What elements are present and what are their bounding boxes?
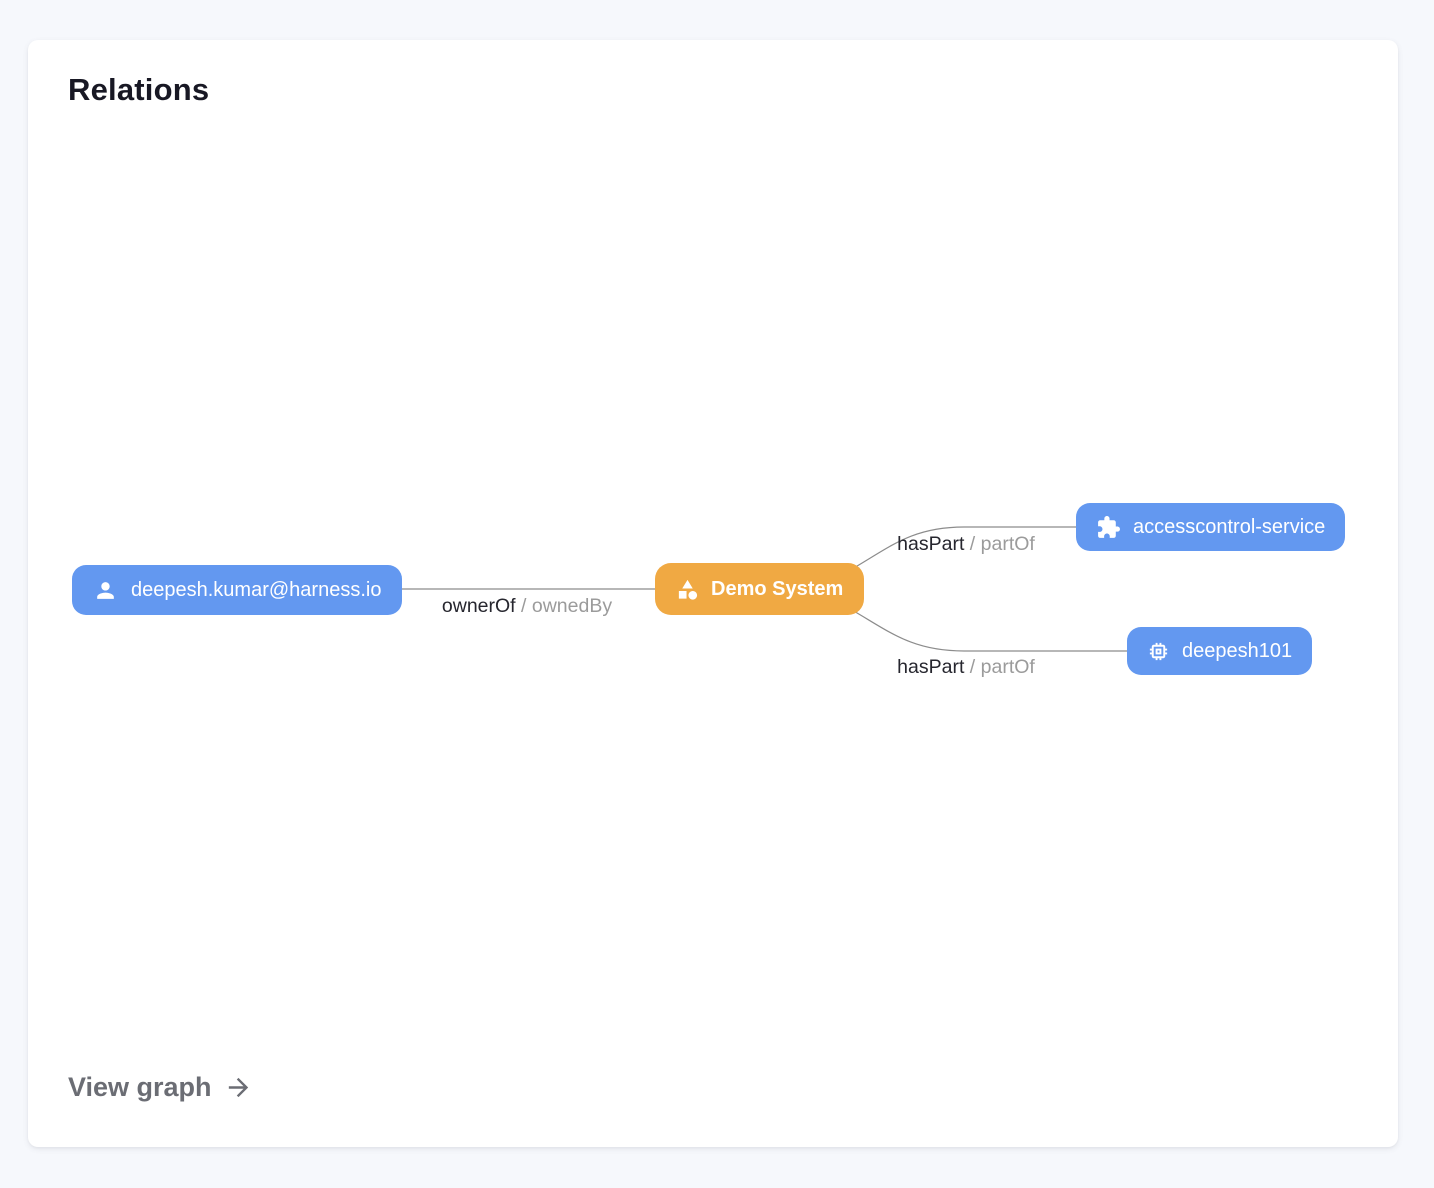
edge-label-haspart-partof-top: hasPart / partOf — [897, 533, 1035, 556]
edge-label-primary: ownerOf — [441, 595, 516, 617]
card-title: Relations — [68, 72, 210, 107]
edge-label-separator: / — [964, 533, 981, 555]
view-graph-label: View graph — [68, 1072, 212, 1102]
edge-label-primary: hasPart — [897, 656, 965, 678]
graph-node-label: accesscontrol-service — [1133, 515, 1326, 538]
edge-label-separator: / — [964, 656, 981, 678]
edge-label-secondary: partOf — [980, 533, 1035, 555]
category-icon — [676, 578, 699, 601]
relations-graph-edges — [398, 526, 1127, 652]
graph-node-label: Demo System — [711, 577, 844, 600]
graph-node-service[interactable]: accesscontrol-service — [1076, 503, 1346, 551]
graph-node-system[interactable]: Demo System — [655, 563, 865, 615]
graph-node-label: deepesh101 — [1182, 639, 1293, 662]
view-graph-link[interactable]: View graph — [68, 1072, 253, 1103]
edge-label-secondary: ownedBy — [531, 595, 613, 617]
edge-system-component — [851, 609, 1127, 652]
person-icon — [93, 578, 118, 603]
edge-label-separator: / — [515, 595, 532, 617]
graph-node-label: deepesh.kumar@harness.io — [131, 578, 382, 601]
relations-card: Relations ownerOf / ownedBy hasPart / pa… — [28, 40, 1398, 1147]
chip-icon — [1147, 640, 1170, 663]
puzzle-icon — [1096, 515, 1121, 540]
graph-node-user[interactable]: deepesh.kumar@harness.io — [72, 565, 403, 615]
edge-label-haspart-partof-bottom: hasPart / partOf — [897, 656, 1035, 679]
edge-system-service — [851, 526, 1076, 570]
graph-node-component[interactable]: deepesh101 — [1127, 627, 1313, 675]
edge-label-secondary: partOf — [980, 656, 1035, 678]
edge-label-primary: hasPart — [897, 533, 965, 555]
edge-label-ownerof-ownedby: ownerOf / ownedBy — [442, 595, 612, 618]
arrow-right-icon — [224, 1073, 253, 1102]
